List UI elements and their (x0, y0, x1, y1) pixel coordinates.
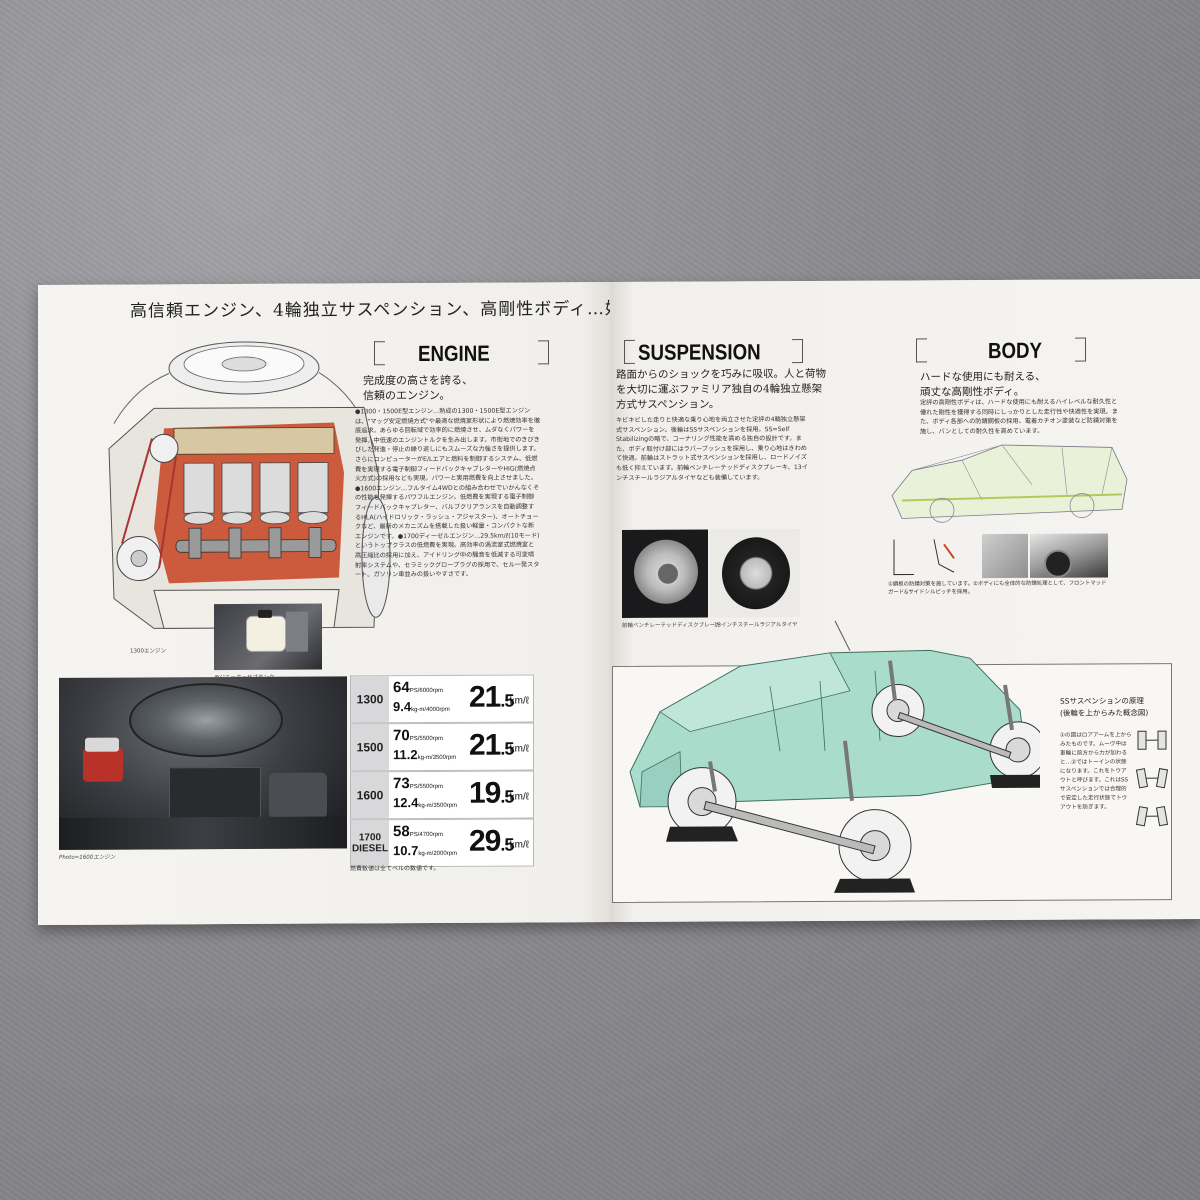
engine-cutaway-illustration (108, 341, 391, 629)
ss-diagram-text: ①の図はロアアームを上からみたものです。ムーヴ中は車輪に前方から力が加わると…②… (1060, 732, 1132, 811)
ss-diagram-subtitle: (後輪を上からみた概念図) (1060, 708, 1149, 718)
engine-spec-torque: 12.4kg-m/3500rpm (393, 795, 457, 811)
right-page: SUSPENSION 路面からのショックを巧みに吸収。人と荷物 を大切に運ぶファ… (610, 278, 1200, 923)
engine-spec-fuel-unit: km/ℓ (509, 695, 529, 707)
engine-spec-fuel-economy: 29.5 (469, 824, 514, 858)
ss-concept-diagram (1135, 730, 1169, 827)
body-title-bracket-left (916, 338, 927, 363)
engine-spec-power-rpm: PS/5500rpm (409, 783, 444, 791)
body-title-bracket-right (1075, 337, 1086, 362)
reservoir-photo (214, 603, 322, 671)
engine-spec-power-rpm: PS/5500rpm (409, 735, 444, 743)
body-section-title: BODY (988, 337, 1043, 364)
body-shell-illustration (891, 444, 1128, 523)
engine-spec-power: 73PS/5500rpm (393, 775, 444, 793)
mudguard-photo (982, 533, 1028, 579)
engine-spec-power-rpm: PS/4700rpm (409, 831, 444, 839)
suspension-section-title: SUSPENSION (638, 339, 761, 365)
engine-spec-power-rpm: PS/6000rpm (409, 687, 444, 695)
engine-spec-torque-rpm: kg-m/3500rpm (417, 754, 457, 762)
engine-spec-power: 58PS/4700rpm (393, 823, 444, 841)
engine-spec-torque: 11.2kg-m/3500rpm (393, 747, 457, 763)
suspension-title-bracket-left (624, 339, 635, 364)
brochure-spread: 高信頼エンジン、4輪独立サスペンション、高剛性ボディ…好評の快走メカニズム。 (38, 278, 1200, 926)
engine-section-title: ENGINE (418, 340, 490, 367)
ss-diagram-title: SSサスペンションの原理 (1060, 696, 1144, 706)
engine-title-bracket-right (538, 340, 549, 365)
engine-spec-torque-rpm: kg-m/4000rpm (411, 706, 450, 714)
engine-spec-fuel-unit: km/ℓ (509, 743, 529, 755)
spec-note: 燃費数値は全てベルの数値です。 (350, 864, 440, 873)
suspension-body-text: キビキビした走りと快適な乗り心地を両立させた定評の4輪独立懸架式サスペンション。… (616, 416, 808, 482)
suspension-lead: 路面からのショックを巧みに吸収。人と荷物 を大切に運ぶファミリア独自の4輪独立懸… (616, 367, 826, 412)
body-detail-drawings (893, 539, 955, 576)
engine-spec-label: 1600 (351, 772, 389, 819)
engine-spec-torque-rpm: kg-m/2000rpm (418, 850, 457, 858)
engine-spec-power: 64PS/6000rpm (393, 679, 444, 697)
engine-bay-photo (59, 676, 347, 850)
wagon-suspension-illustration (629, 620, 1040, 893)
body-lead: ハードな使用にも耐える、 頑丈な高剛性ボディ。 (920, 370, 1046, 399)
engine-title-bracket-left (374, 341, 385, 366)
left-page: 高信頼エンジン、4輪独立サスペンション、高剛性ボディ…好評の快走メカニズム。 (38, 282, 803, 926)
engine-spec-torque: 10.7kg-m/2000rpm (393, 843, 457, 859)
engine-lead: 完成度の高さを誇る、 信頼のエンジン。 (363, 373, 473, 403)
cutaway-caption: 1300エンジン (130, 648, 166, 655)
engine-spec-label: 1300 (351, 676, 389, 723)
engine-spec-fuel-economy: 21.5 (469, 680, 514, 714)
engine-spec-fuel-unit: km/ℓ (509, 839, 529, 851)
engine-spec-fuel-economy: 21.5 (469, 728, 514, 762)
engine-spec-power: 70PS/5500rpm (393, 727, 444, 745)
engine-spec-fuel-unit: km/ℓ (509, 791, 529, 803)
engine-spec-torque: 9.4kg-m/4000rpm (393, 699, 450, 715)
engine-body-text: ●1300・1500E型エンジン…熟成の1300・1500E型エンジンは、"マッ… (355, 407, 540, 579)
engine-spec-label: 1700 DIESEL (351, 820, 389, 867)
suspension-title-bracket-right (792, 339, 803, 364)
engine-spec-fuel-economy: 19.5 (469, 776, 514, 810)
engine-spec-torque-rpm: kg-m/3500rpm (418, 802, 457, 810)
engine-bay-caption: Photo=1600エンジン (59, 854, 116, 861)
side-sill-photo (1030, 533, 1108, 578)
engine-spec-label: 1500 (351, 724, 389, 771)
